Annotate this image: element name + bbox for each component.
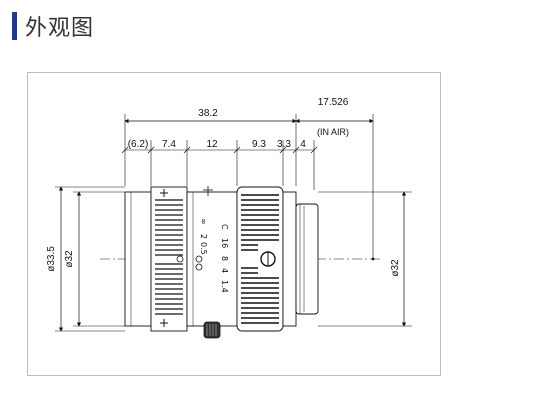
middle-barrel — [186, 186, 238, 339]
aperture-mark-16: 16 — [220, 238, 229, 248]
dim-seg-3: 12 — [206, 139, 218, 150]
rear-barrel — [282, 191, 297, 327]
dim-mount-diameter: ø32 — [390, 259, 401, 277]
focus-mark-0-5: 0.5 — [199, 242, 208, 255]
dim-back-focus: 17.526 — [318, 97, 349, 108]
dim-seg-4: 9.3 — [252, 139, 266, 150]
aperture-ring — [236, 186, 284, 332]
dim-seg-5: 3.3 — [277, 139, 291, 150]
header-accent-bar — [12, 12, 17, 40]
section-header: 外观图 — [12, 10, 94, 42]
dim-seg-6: 4 — [300, 139, 306, 150]
focus-ring — [150, 186, 188, 332]
focus-mark-2: 2 — [199, 234, 208, 239]
section-title: 外观图 — [25, 16, 95, 41]
aperture-mark-4: 4 — [220, 268, 229, 273]
dim-seg-2: 7.4 — [162, 139, 176, 150]
focus-mark-infinity: ∞ — [199, 218, 208, 225]
c-mount-thread — [295, 203, 319, 315]
dim-back-focus-note: (IN AIR) — [317, 127, 349, 137]
aperture-mark-8: 8 — [220, 256, 229, 261]
aperture-mark-c: C — [220, 224, 229, 230]
dim-outer-diameter: ø33.5 — [46, 246, 57, 272]
front-hood — [124, 191, 152, 327]
dim-inner-diameter: ø32 — [64, 250, 75, 268]
image-plane-point — [371, 257, 375, 261]
aperture-mark-1-4: 1.4 — [220, 280, 229, 293]
dim-overall-length: 38.2 — [198, 108, 218, 119]
dim-seg-1: (6.2) — [128, 139, 149, 150]
